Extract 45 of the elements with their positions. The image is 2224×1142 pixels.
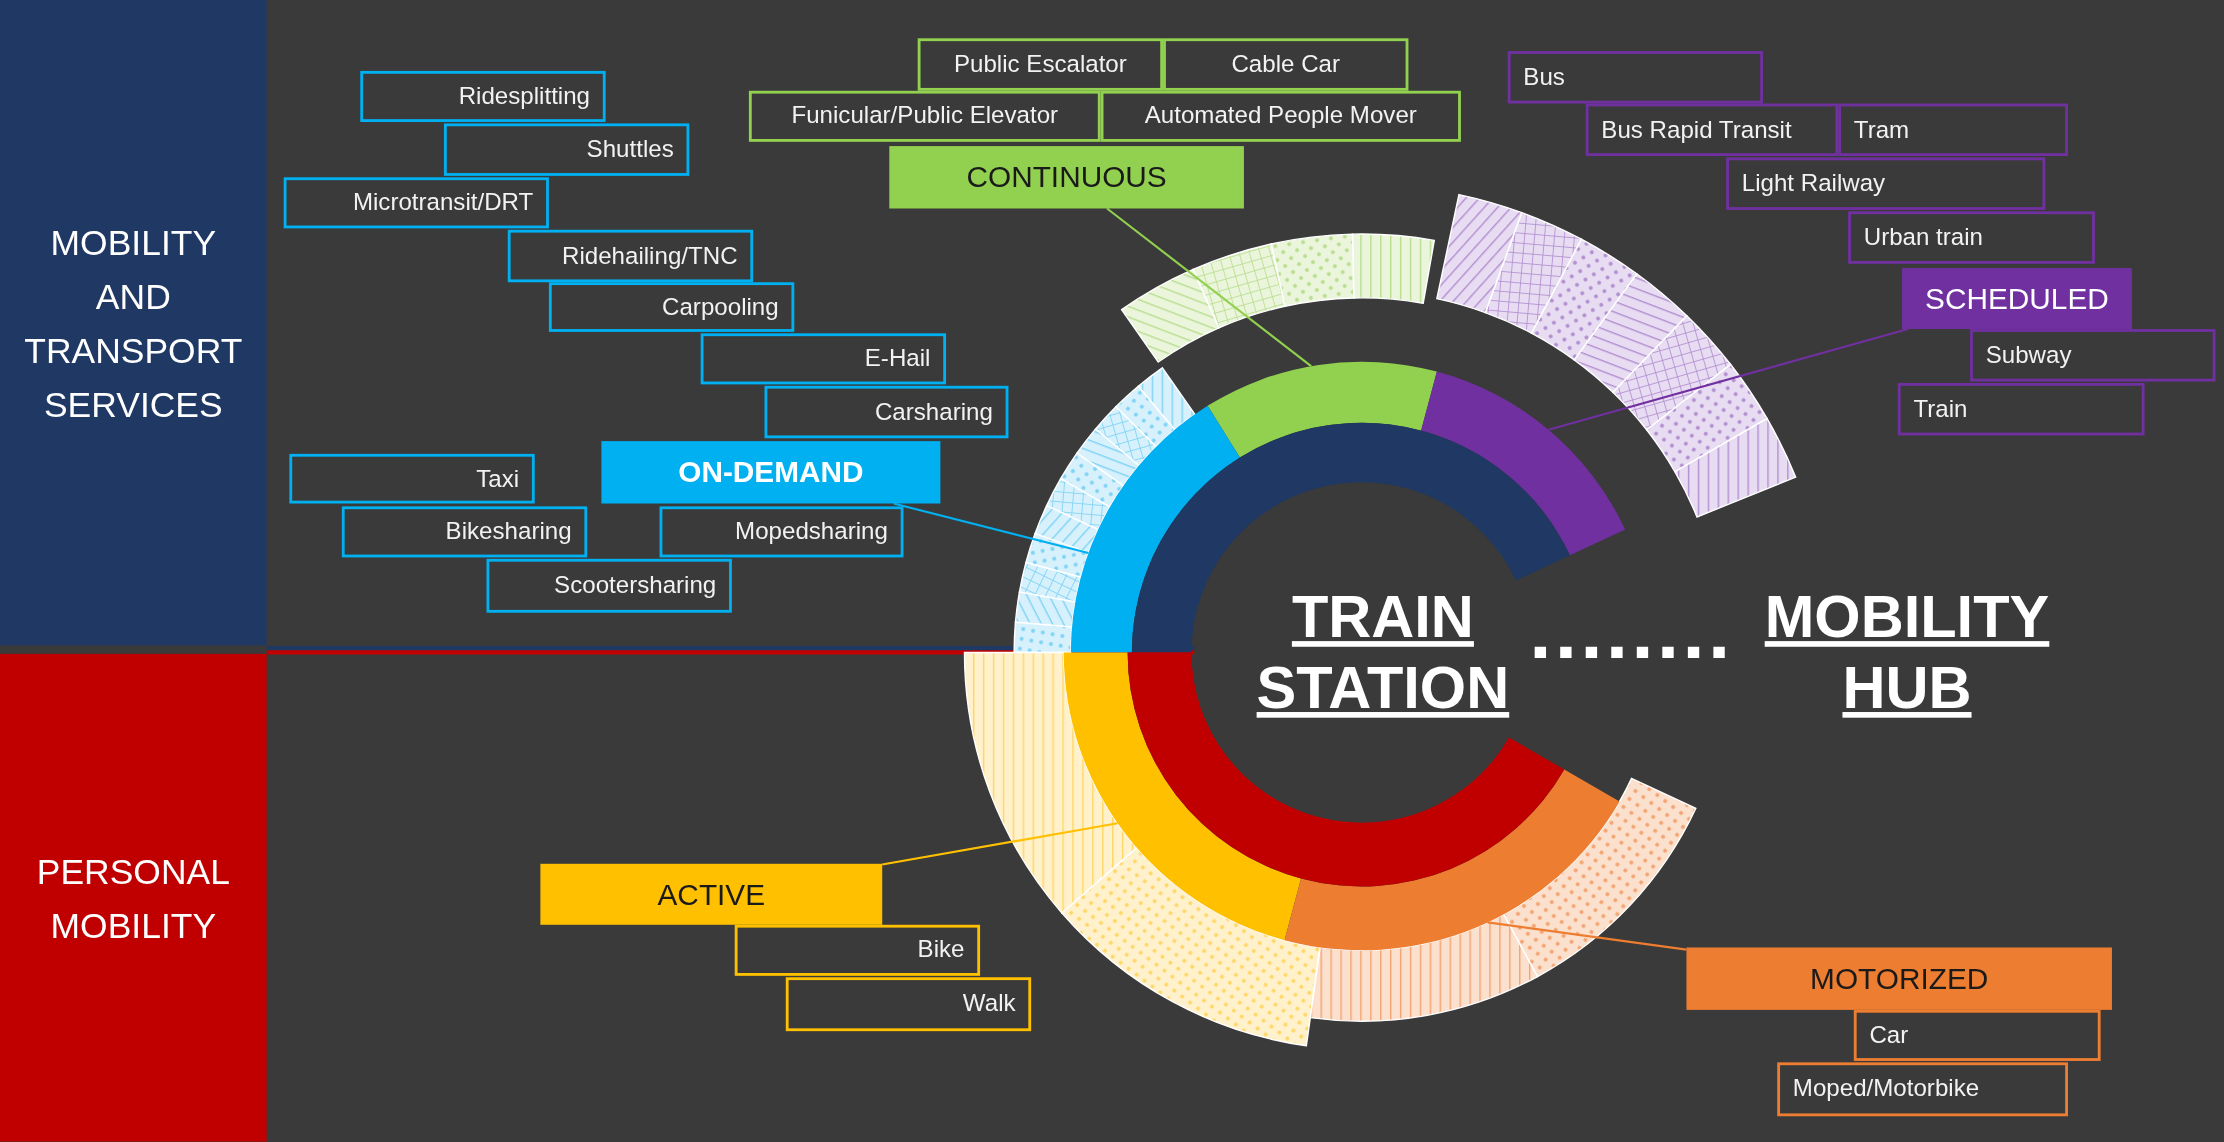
mode-label: Walk [785,977,1032,1032]
ring-segment [1421,371,1626,556]
mode-label: Light Railway [1726,157,2046,210]
mode-label: Cable Car [1163,38,1409,91]
mode-label: Subway [1970,329,2216,382]
category-label: ACTIVE [540,863,883,925]
mode-label: Funicular/Public Elevator [748,90,1101,142]
ring-segment [1127,652,1565,887]
category-label: MOTORIZED [1686,947,2112,1010]
leader-line [1548,328,1909,431]
mode-label: Tram [1838,103,2068,156]
mode-label: Ridesplitting [360,70,606,122]
leader-line [1106,207,1312,367]
leader-line [893,502,1089,555]
category-band: MOBILITY AND TRANSPORT SERVICES [0,0,267,646]
ring-segment [1207,361,1437,458]
ring-segment [1070,405,1240,653]
mode-label: Taxi [289,453,535,504]
mode-label: Shuttles [443,123,690,176]
category-label: ON-DEMAND [601,441,941,504]
mode-label: Scootersharing [486,558,732,613]
ring-segment [1284,769,1620,951]
mode-label: Carsharing [764,385,1009,439]
leader-line [1487,921,1687,951]
mode-label: Public Escalator [917,38,1164,91]
mode-label: Bikesharing [341,506,588,558]
heading-text: MOBILITY HUB [1747,574,2067,731]
mode-label: Automated People Mover [1100,90,1461,142]
mode-label: Urban train [1848,211,2095,264]
mode-label: Microtransit/DRT [283,177,549,229]
ring-segment [1131,422,1570,653]
category-label: SCHEDULED [1902,268,2132,330]
category-label: CONTINUOUS [889,146,1244,209]
mode-label: E-Hail [700,333,947,385]
mode-label: Bus Rapid Transit [1585,103,1839,156]
mode-label: Bus [1507,51,1764,104]
category-band: PERSONAL MOBILITY [0,653,267,1142]
mode-label: Bike [734,924,981,976]
mode-label: Mopedsharing [659,506,904,558]
mode-label: Moped/Motorbike [1777,1062,2068,1117]
mode-label: Carpooling [548,282,795,332]
heading-text: TRAIN STATION [1248,574,1518,731]
mode-label: Car [1853,1009,2101,1061]
mode-label: Ridehailing/TNC [507,229,754,283]
mode-label: Train [1897,382,2145,436]
